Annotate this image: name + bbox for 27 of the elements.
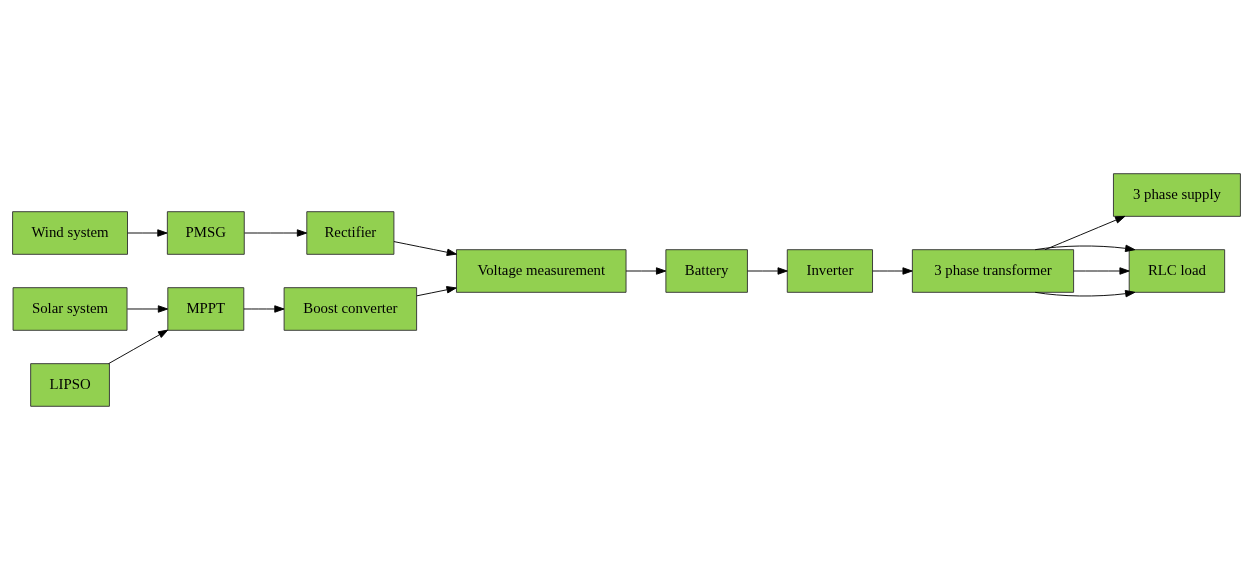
arrow — [126, 305, 169, 313]
node-box: Boost converter — [283, 287, 418, 331]
arrow — [244, 229, 308, 237]
arrow — [1034, 244, 1136, 253]
node-box: Wind system — [12, 211, 128, 255]
node-box: PMSG — [166, 211, 245, 255]
arrow — [625, 267, 667, 275]
arrow — [747, 267, 788, 275]
node-box: 3 phase supply — [1113, 173, 1241, 217]
arrow — [1034, 289, 1136, 298]
node-box: Rectifier — [306, 211, 395, 255]
node-box: RLC load — [1128, 249, 1226, 293]
node-box: Solar system — [12, 287, 128, 331]
arrow — [108, 329, 169, 365]
arrow — [416, 286, 457, 297]
node-box: Battery — [665, 249, 748, 293]
arrow — [127, 229, 168, 237]
arrow — [872, 267, 913, 275]
arrow — [1044, 215, 1126, 251]
node-box: 3 phase transformer — [911, 249, 1075, 293]
arrow — [393, 241, 457, 256]
node-box: Inverter — [786, 249, 873, 293]
arrow — [243, 305, 285, 313]
node-box: Voltage measurement — [456, 249, 627, 293]
arrow — [1073, 267, 1130, 275]
node-box: LIPSO — [30, 363, 110, 407]
node-box: MPPT — [167, 287, 245, 331]
